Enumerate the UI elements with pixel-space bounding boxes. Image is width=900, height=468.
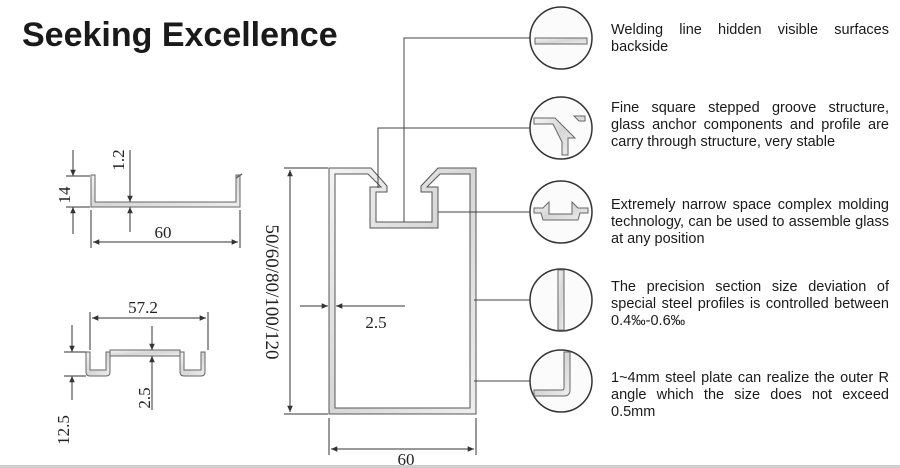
main-width-dimension — [328, 418, 477, 455]
feature-text-r-angle: 1~4mm steel plate can realize the outer … — [611, 370, 889, 420]
wide-width-dimension — [89, 312, 209, 350]
small-width-dimension — [90, 210, 241, 248]
welding-line-detail-icon — [529, 6, 593, 70]
main-height-dimension — [284, 167, 328, 415]
wide-height-dimension — [64, 325, 86, 400]
small-width-label: 60 — [155, 223, 172, 242]
main-height-label: 50/60/80/100/120 — [261, 224, 282, 359]
wide-thickness-label: 2.5 — [135, 387, 154, 408]
wide-width-label: 57.2 — [128, 298, 158, 317]
r-angle-detail-icon — [529, 349, 593, 413]
feature-text-narrow-space: Extremely narrow space complex molding t… — [611, 197, 889, 247]
small-thickness-label: 1.2 — [109, 149, 128, 170]
small-height-dimension — [66, 150, 90, 234]
section-deviation-detail-icon — [529, 268, 593, 332]
stepped-groove-detail-icon — [529, 96, 593, 160]
leader-lines — [377, 37, 530, 382]
feature-text-welding-line: Welding line hidden visible surfaces bac… — [611, 22, 889, 55]
feature-text-stepped-groove: Fine square stepped groove structure, gl… — [611, 100, 889, 150]
small-channel-profile — [90, 173, 243, 208]
main-thickness-label: 2.5 — [365, 313, 386, 332]
wide-height-label: 12.5 — [54, 415, 73, 445]
main-width-label: 60 — [398, 450, 415, 468]
feature-text-section-deviation: The precision section size deviation of … — [611, 279, 889, 329]
wide-channel-profile — [85, 349, 206, 377]
small-height-label: 14 — [55, 186, 74, 204]
main-profile — [328, 167, 477, 415]
bottom-divider — [0, 465, 900, 468]
narrow-space-detail-icon — [529, 180, 593, 244]
page-title: Seeking Excellence — [22, 16, 338, 54]
